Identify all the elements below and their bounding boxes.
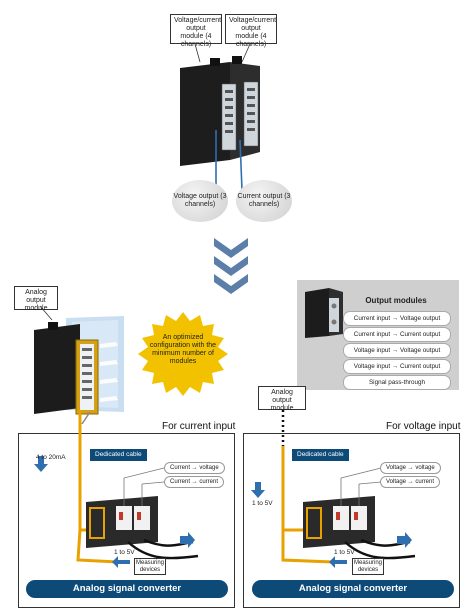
chevron-down-icon bbox=[214, 238, 248, 258]
chevron-down-icon bbox=[214, 274, 248, 294]
chevron-down-icon bbox=[214, 256, 248, 276]
output-modules-title: Output modules bbox=[365, 296, 427, 305]
module-item-pass-through: Signal pass-through bbox=[343, 375, 451, 390]
voltage-module-callout: Voltage/current output module (4 channel… bbox=[170, 14, 222, 48]
voltage-measuring-devices-callout: Measuring devices bbox=[352, 558, 384, 575]
current-wiring-diagram bbox=[34, 410, 199, 568]
analog-module-callout: Analog output module bbox=[14, 286, 58, 312]
current-measuring-devices-callout: Measuring devices bbox=[134, 558, 166, 575]
starburst-text: An optimized configuration with the mini… bbox=[149, 334, 217, 365]
voltage-panel-title: For voltage input bbox=[386, 421, 461, 432]
voltage-input-label: 1 to 5V bbox=[252, 500, 273, 507]
current-output-label: 1 to 5V bbox=[114, 549, 135, 556]
current-input-label: 4 to 20mA bbox=[36, 454, 66, 461]
voltage-output-label: 1 to 5V bbox=[334, 549, 355, 556]
module-item-current-voltage: Current input → Voltage output bbox=[343, 311, 451, 326]
current-panel-title: For current input bbox=[162, 421, 236, 432]
current-to-current-pill: Current → current bbox=[164, 476, 225, 488]
voltage-to-current-pill: Voltage → current bbox=[380, 476, 441, 488]
current-to-voltage-pill: Current → voltage bbox=[164, 462, 225, 474]
voltage-to-voltage-pill: Voltage → voltage bbox=[380, 462, 441, 474]
current-output-bubble: Current output (3 channels) bbox=[236, 180, 292, 222]
output-module-icon bbox=[305, 288, 343, 338]
voltage-output-bubble: Voltage output (3 channels) bbox=[172, 180, 228, 222]
starburst-badge bbox=[138, 312, 228, 396]
module-item-current-current: Current input → Current output bbox=[343, 327, 451, 342]
dual-module-illustration bbox=[180, 43, 260, 191]
module-item-voltage-voltage: Voltage input → Voltage output bbox=[343, 343, 451, 358]
voltage-dedicated-cable-tag: Dedicated cable bbox=[292, 449, 349, 461]
analog-module-illustration bbox=[34, 305, 124, 424]
voltage-panel-module-callout: Analog output module bbox=[258, 386, 306, 412]
current-dedicated-cable-tag: Dedicated cable bbox=[90, 449, 147, 461]
current-analog-converter-banner: Analog signal converter bbox=[26, 580, 228, 598]
voltage-wiring-diagram bbox=[251, 410, 416, 568]
module-item-voltage-current: Voltage input → Current output bbox=[343, 359, 451, 374]
voltage-analog-converter-banner: Analog signal converter bbox=[252, 580, 454, 598]
current-module-callout: Voltage/current output module (4 channel… bbox=[225, 14, 277, 48]
